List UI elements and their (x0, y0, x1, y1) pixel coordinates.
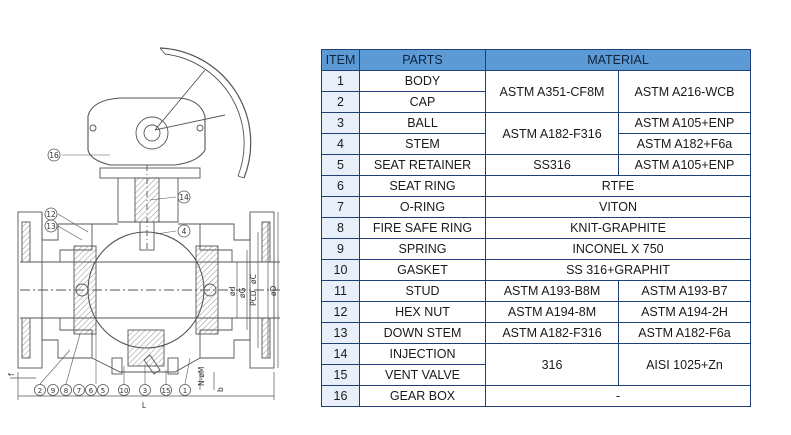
material-common: SS 316+GRAPHIT (485, 259, 751, 281)
material-common: - (485, 385, 751, 407)
material-a: 316 (485, 343, 619, 386)
item-number: 14 (321, 343, 360, 365)
table-row: 11 STUD ASTM A193-B8M ASTM A193-B7 (321, 280, 751, 302)
item-number: 15 (321, 364, 360, 386)
parts-material-table: ITEM PARTS MATERIAL 1 BODY ASTM A351-CF8… (321, 49, 751, 407)
table-row: 9 SPRING INCONEL X 750 (321, 238, 751, 260)
item-number: 12 (321, 301, 360, 323)
callout-8: 8 (64, 387, 68, 395)
part-name: FIRE SAFE RING (359, 217, 486, 239)
table-row: 3 BALL ASTM A182-F316 ASTM A105+ENP (321, 112, 751, 155)
item-number: 11 (321, 280, 360, 302)
item-number: 3 (321, 112, 360, 134)
material-a: ASTM A193-B8M (485, 280, 619, 302)
callout-16: 16 (49, 151, 59, 160)
table-row: 7 O-RING VITON (321, 196, 751, 218)
material-b: ASTM A182-F6a (618, 322, 751, 344)
table-row: 6 SEAT RING RTFE (321, 175, 751, 197)
material-b: ASTM A216-WCB (618, 70, 751, 113)
callout-15: 15 (162, 387, 171, 395)
table-row: 8 FIRE SAFE RING KNIT-GRAPHITE (321, 217, 751, 239)
part-name: INJECTION (359, 343, 486, 365)
material-b: ASTM A194-2H (618, 301, 751, 323)
item-number: 6 (321, 175, 360, 197)
table-row: 14 INJECTION 316 AISI 1025+Zn (321, 343, 751, 386)
part-name: GASKET (359, 259, 486, 281)
table-row: 10 GASKET SS 316+GRAPHIT (321, 259, 751, 281)
part-name: BALL (359, 112, 486, 134)
material-a: ASTM A194-8M (485, 301, 619, 323)
header-material: MATERIAL (485, 49, 751, 71)
part-name: VENT VALVE (359, 364, 486, 386)
callout-1: 1 (183, 387, 187, 395)
item-number: 13 (321, 322, 360, 344)
material-b: ASTM A105+ENP (618, 112, 751, 134)
material-common: RTFE (485, 175, 751, 197)
item-number: 10 (321, 259, 360, 281)
material-a: ASTM A182-F316 (485, 322, 619, 344)
material-a: ASTM A351-CF8M (485, 70, 619, 113)
part-name: BODY (359, 70, 486, 92)
part-name: SEAT RING (359, 175, 486, 197)
material-b: ASTM A182+F6a (618, 133, 751, 155)
callout-13: 13 (46, 222, 56, 231)
header-item: ITEM (321, 49, 360, 71)
table-row: 16 GEAR BOX - (321, 385, 751, 407)
material-b: AISI 1025+Zn (618, 343, 751, 386)
material-b: ASTM A193-B7 (618, 280, 751, 302)
table-row: 2 CAP (321, 91, 751, 113)
table-row: 15 VENT VALVE (321, 364, 751, 386)
part-name: SPRING (359, 238, 486, 260)
table-row: 5 SEAT RETAINER SS316 ASTM A105+ENP (321, 154, 751, 176)
callout-14: 14 (179, 193, 189, 202)
dim-pcd: PCD (249, 290, 258, 306)
dim-c: øC (249, 274, 258, 284)
dim-L: L (142, 401, 147, 410)
table-row: 12 HEX NUT ASTM A194-8M ASTM A194-2H (321, 301, 751, 323)
callout-5: 5 (101, 387, 105, 395)
item-number: 2 (321, 91, 360, 113)
callout-9: 9 (51, 387, 55, 395)
callout-10: 10 (120, 387, 129, 395)
part-name: CAP (359, 91, 486, 113)
part-name: HEX NUT (359, 301, 486, 323)
dim-d: ød (228, 286, 237, 296)
item-number: 7 (321, 196, 360, 218)
material-common: VITON (485, 196, 751, 218)
callout-7: 7 (77, 387, 81, 395)
item-number: 5 (321, 154, 360, 176)
dim-n-m: N-øM (197, 367, 206, 386)
dim-f: f (7, 373, 16, 376)
item-number: 9 (321, 238, 360, 260)
table-header-row: ITEM PARTS MATERIAL (321, 49, 751, 71)
item-number: 1 (321, 70, 360, 92)
item-number: 16 (321, 385, 360, 407)
callout-2: 2 (38, 387, 42, 395)
callout-3: 3 (143, 387, 147, 395)
dim-D: øD (269, 285, 278, 296)
part-name: STEM (359, 133, 486, 155)
callout-12: 12 (46, 210, 56, 219)
callout-4: 4 (182, 227, 187, 236)
callout-6: 6 (89, 387, 94, 395)
material-common: KNIT-GRAPHITE (485, 217, 751, 239)
part-name: SEAT RETAINER (359, 154, 486, 176)
dim-b: b (216, 387, 225, 392)
dim-g: øG (238, 287, 247, 298)
part-name: DOWN STEM (359, 322, 486, 344)
part-name: O-RING (359, 196, 486, 218)
material-common: INCONEL X 750 (485, 238, 751, 260)
table-row: 1 BODY ASTM A351-CF8M ASTM A216-WCB (321, 70, 751, 113)
header-parts: PARTS (359, 49, 486, 71)
part-name: STUD (359, 280, 486, 302)
valve-cross-section-drawing: 16 14 12 13 4 2 9 8 7 6 5 10 3 15 1 ød ø… (7, 47, 280, 410)
material-a: ASTM A182-F316 (485, 112, 619, 155)
item-number: 4 (321, 133, 360, 155)
material-b: ASTM A105+ENP (618, 154, 751, 176)
part-name: GEAR BOX (359, 385, 486, 407)
table-row: 4 STEM ASTM A182+F6a (321, 133, 751, 155)
item-number: 8 (321, 217, 360, 239)
material-a: SS316 (485, 154, 619, 176)
table-row: 13 DOWN STEM ASTM A182-F316 ASTM A182-F6… (321, 322, 751, 344)
